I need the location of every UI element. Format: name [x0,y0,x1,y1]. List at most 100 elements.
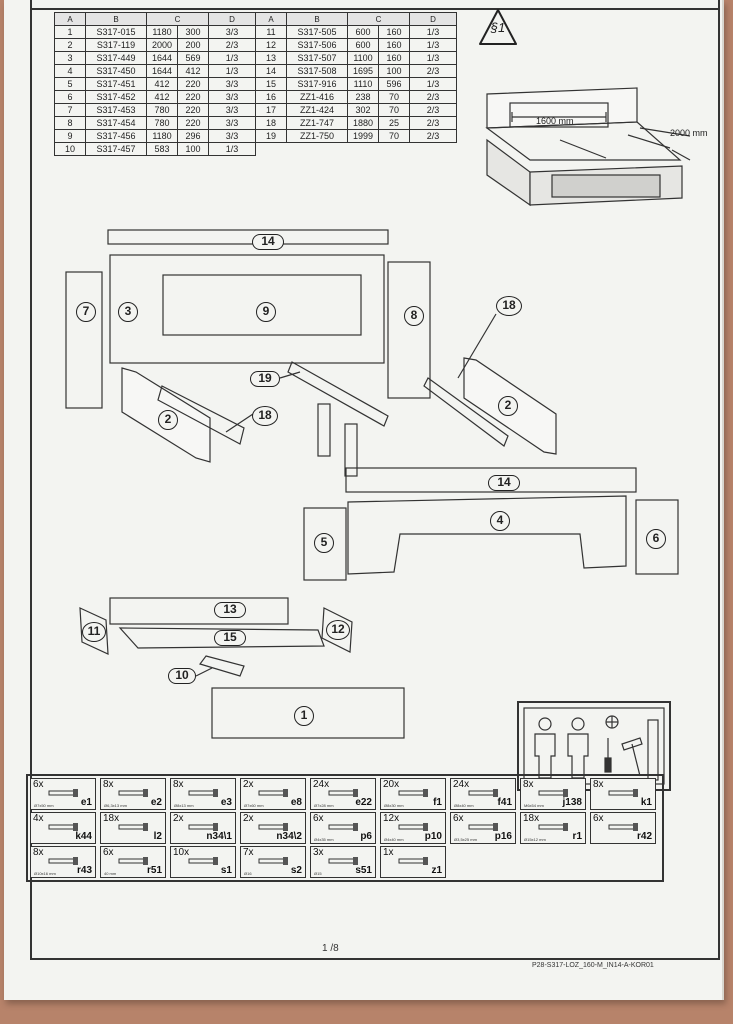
slat-holder-right [423,377,509,447]
hardware-code: n34\2 [276,831,302,842]
hardware-code: r51 [146,865,162,876]
hardware-icon [608,789,638,797]
hardware-size: 40 mm [104,871,117,876]
hardware-qty: 7x [243,847,254,858]
table-cell: 583 [146,142,178,156]
hardware-size: Ø8x40 mm [454,803,474,808]
hardware-icon [328,823,358,831]
panel-15 [118,627,325,649]
tools-icon [604,715,659,781]
hardware-icon [118,857,148,865]
hardware-qty: 1x [383,847,394,858]
document-code: P28-S317-LOZ_160-M_IN14-A-KOR01 [532,962,654,969]
slat-holder-left [157,385,245,445]
part-label-15: 15 [214,630,246,646]
hardware-qty: 8x [103,779,114,790]
hardware-icon [48,857,78,865]
section-badge-shape [479,9,517,45]
panel-6 [635,499,679,575]
hardware-size: Ø8x30 mm [384,803,404,808]
part-label-9: 9 [256,302,276,322]
hardware-icon [328,857,358,865]
hardware-code: p6 [360,831,372,842]
panel-11 [79,607,109,655]
hardware-qty: 6x [313,813,324,824]
hardware-qty: 2x [243,813,254,824]
hardware-code: e8 [290,797,302,808]
hardware-size: Ø7x60 mm [244,803,264,808]
hardware-code: n34\1 [206,831,232,842]
hardware-qty: 8x [593,779,604,790]
hardware-icon [258,823,288,831]
table-header-2: C [146,12,209,26]
hardware-item-z1: 1x z1 [380,846,446,878]
panel-14-top [107,229,389,245]
hardware-qty: 24x [313,779,330,790]
hardware-size: Ø7x28 mm [314,803,334,808]
hardware-size: Ø8x13 mm [174,803,194,808]
section-badge-label: §1 [490,20,506,35]
hardware-qty: 6x [453,813,464,824]
part-label-6: 6 [646,529,666,549]
part-label-7: 7 [76,302,96,322]
hardware-code: z1 [431,865,442,876]
hardware-code: f41 [497,797,512,808]
panel-13 [109,597,289,625]
hardware-icon [398,857,428,865]
part-label-14-bottom: 14 [488,475,520,491]
hardware-size: M6x54 mm [524,803,544,808]
hardware-code: s51 [355,865,372,876]
panel-1 [211,687,405,739]
hardware-size: Ø16 [244,871,252,876]
hardware-code: f1 [433,797,442,808]
part-label-10: 10 [168,668,196,684]
part-label-5: 5 [314,533,334,553]
part-label-14-top: 14 [252,234,284,250]
panel-7 [65,271,103,409]
hardware-icon [398,823,428,831]
hardware-icon [328,789,358,797]
hardware-code: j138 [562,797,582,808]
tools-box [517,701,671,791]
hardware-size: Ø15x12 mm [524,837,546,842]
hardware-qty: 24x [453,779,470,790]
part-label-4: 4 [490,511,510,531]
page-number: 1 /8 [322,943,339,954]
panel-5 [303,507,347,581]
hardware-qty: 18x [523,813,540,824]
hardware-code: p16 [494,831,512,842]
part-label-1: 1 [294,706,314,726]
hardware-icon [188,857,218,865]
part-label-12: 12 [326,620,350,640]
table-header-1: B [85,12,147,26]
part-label-18-left: 18 [252,406,278,426]
table-header-4: A [255,12,287,26]
hardware-code: r42 [636,831,652,842]
panel-9-insert [162,274,362,336]
hardware-icon [468,789,498,797]
hardware-size: Ø4x35 mm [314,837,334,842]
hardware-code: e1 [80,797,92,808]
part-label-8: 8 [404,306,424,326]
hardware-qty: 18x [103,813,120,824]
hardware-qty: 8x [523,779,534,790]
hardware-code: e22 [355,797,372,808]
section-badge: §1 [478,8,518,46]
